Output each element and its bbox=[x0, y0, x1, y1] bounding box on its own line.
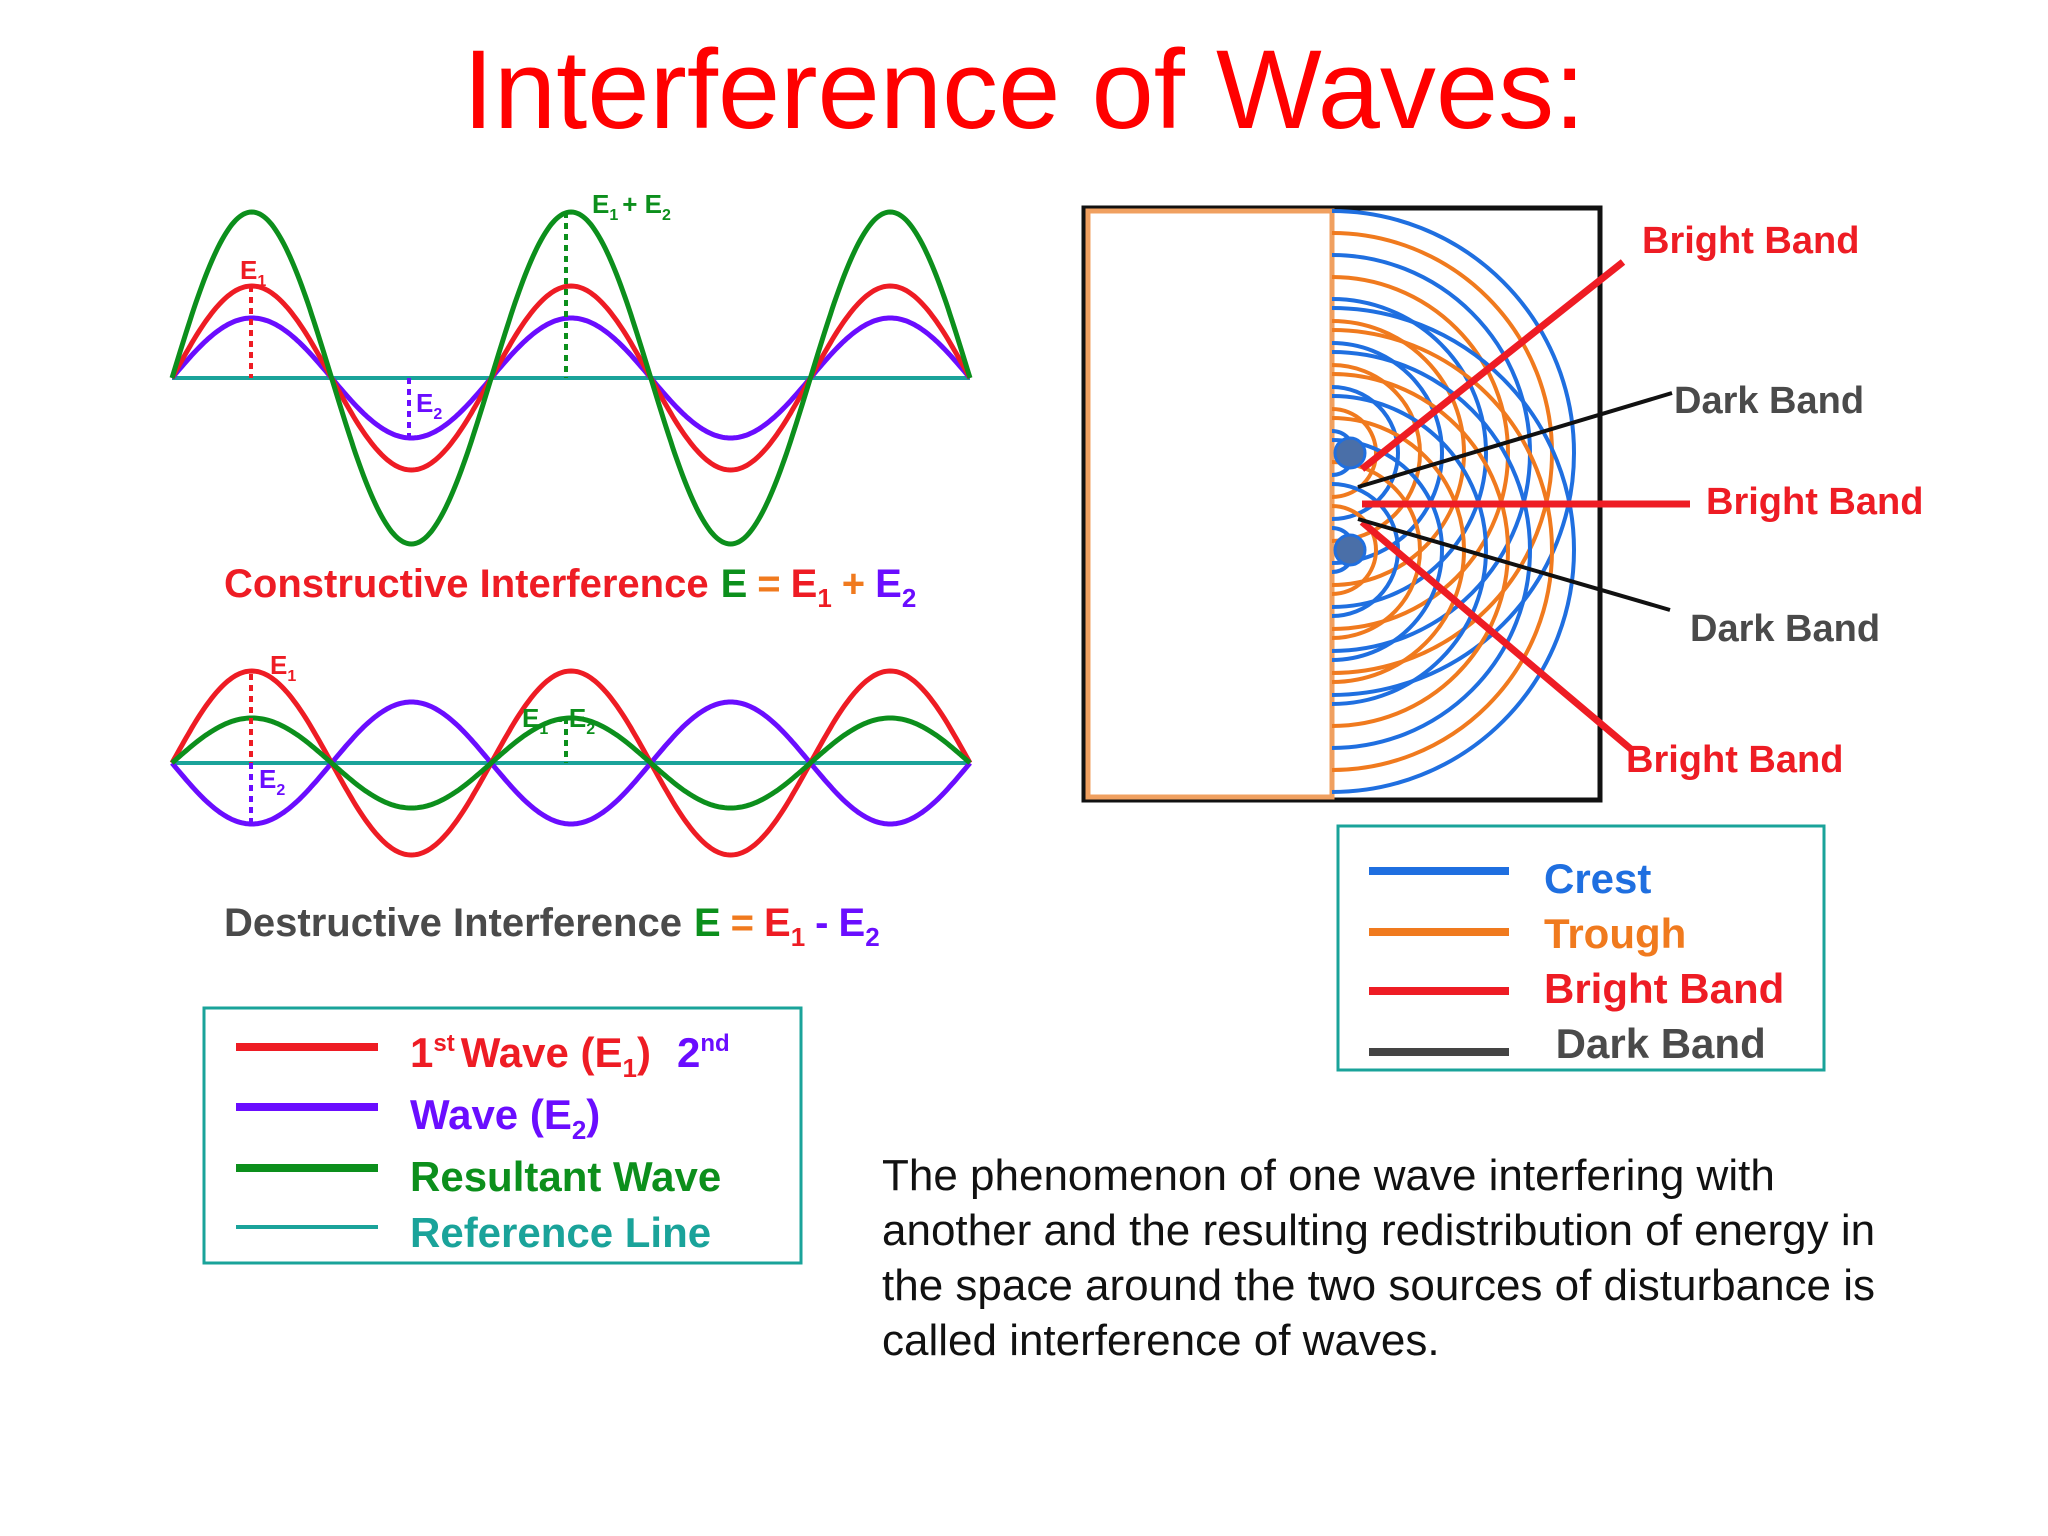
dark-band-line-upper bbox=[1357, 391, 1673, 489]
crest-wavefront bbox=[1332, 438, 1444, 662]
crest-wavefront bbox=[1332, 385, 1400, 521]
legend-label-crest: Crest bbox=[1544, 855, 1651, 902]
band-legend-frame bbox=[1336, 824, 1826, 1072]
destructive-e2-label: E2 bbox=[259, 764, 285, 799]
label-bright-band-top: Bright Band bbox=[1642, 220, 1859, 262]
barrier-panel bbox=[1085, 208, 1335, 800]
destructive-e1-label: E1 bbox=[270, 650, 296, 685]
constructive-resultant-wave bbox=[169, 209, 973, 547]
legend-label-reference: Reference Line bbox=[410, 1209, 711, 1256]
constructive-e2-label: E2 bbox=[416, 388, 442, 423]
band-legend: Crest Trough Bright Band Dark Band bbox=[1336, 824, 1826, 1072]
label-bright-band-middle: Bright Band bbox=[1706, 481, 1923, 523]
trough-wavefront bbox=[1332, 372, 1510, 728]
constructive-e1-label: E1 bbox=[240, 255, 266, 290]
trough-wavefront bbox=[1332, 460, 1422, 640]
bright-band-line-top bbox=[1359, 259, 1626, 472]
constructive-sum-label: E1+ E2 bbox=[592, 189, 671, 224]
constructive-graph: E1 E2 E1+ E2 bbox=[169, 189, 973, 547]
wavefronts bbox=[1332, 209, 1576, 794]
slit-source-lower bbox=[1333, 533, 1367, 567]
label-bright-band-bottom: Bright Band bbox=[1626, 739, 1843, 781]
destructive-wave-e2 bbox=[170, 699, 972, 827]
legend-label-wave2: Wave (E2) bbox=[410, 1091, 600, 1145]
trough-wavefront bbox=[1332, 407, 1378, 499]
double-slit-diagram: Bright Band Dark Band Bright Band Dark B… bbox=[1081, 205, 1923, 803]
trough-wavefront bbox=[1332, 319, 1466, 587]
destructive-wave-e1 bbox=[169, 668, 973, 858]
dark-band-line-lower bbox=[1357, 517, 1671, 612]
crest-wavefront bbox=[1332, 350, 1532, 750]
crest-wavefront bbox=[1332, 297, 1488, 609]
legend-label-resultant: Resultant Wave bbox=[410, 1153, 721, 1200]
crest-wavefront bbox=[1332, 209, 1576, 697]
constructive-wave-e2 bbox=[170, 315, 972, 441]
legend-label-dark: Dark Band bbox=[1544, 1020, 1766, 1067]
trough-wavefront bbox=[1332, 504, 1378, 596]
legend-label-trough: Trough bbox=[1544, 910, 1686, 957]
destructive-diff-label: E1-E2 bbox=[522, 703, 595, 738]
destructive-graph: E1 E2 E1-E2 bbox=[169, 650, 973, 858]
bright-band-line-bottom bbox=[1359, 519, 1635, 753]
legend-label-bright: Bright Band bbox=[1544, 965, 1784, 1012]
destructive-resultant-wave bbox=[170, 715, 972, 811]
label-dark-band-upper: Dark Band bbox=[1674, 380, 1864, 422]
description-text: The phenomenon of one wave interfering w… bbox=[882, 1151, 1876, 1365]
trough-wavefront bbox=[1332, 328, 1554, 772]
crest-wavefront bbox=[1332, 341, 1444, 565]
trough-wavefront bbox=[1332, 275, 1510, 631]
crest-wavefront bbox=[1332, 306, 1576, 794]
label-dark-band-lower: Dark Band bbox=[1690, 608, 1880, 650]
constructive-wave-e1 bbox=[169, 283, 973, 473]
page-title: Interference of Waves: bbox=[463, 27, 1586, 152]
slit-source-upper bbox=[1333, 436, 1367, 470]
crest-wavefront bbox=[1332, 394, 1488, 706]
